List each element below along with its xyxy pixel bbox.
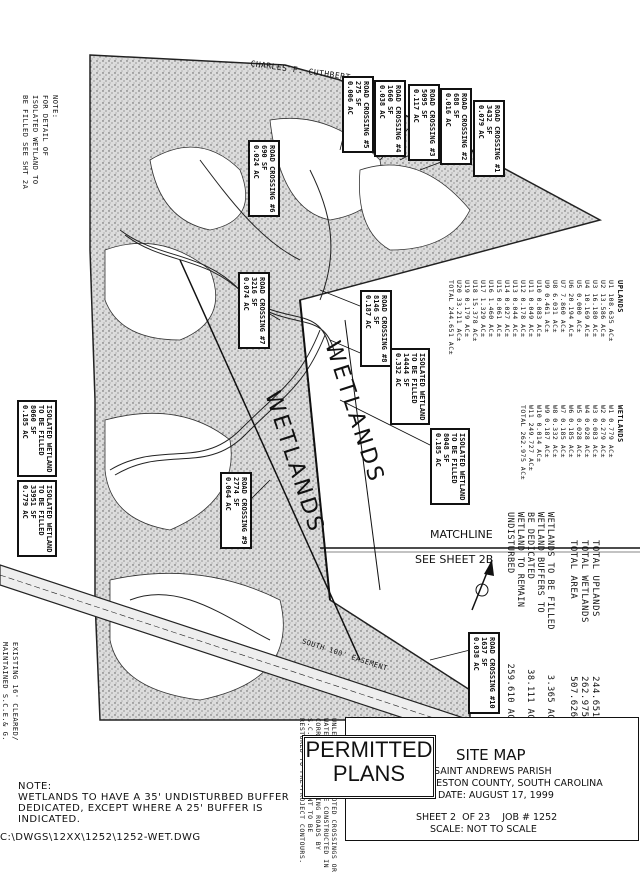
uplands-header: UPLANDS	[616, 280, 624, 314]
wetland-summary: WETLANDS TO BE FILLED 3.365 AC± WETLAND …	[505, 512, 555, 725]
buffer-note: NOTE: WETLANDS TO HAVE A 35' UNDISTURBED…	[18, 781, 290, 825]
sheet-info: SHEET 2 OF 23 JOB # 1252	[416, 812, 558, 823]
wetlands-table: WETLANDS W1 0.779 AC± W2 0.279 AC± W3 0.…	[519, 405, 625, 480]
upland-pocket	[359, 164, 471, 251]
isolated-wetland-4: ISOLATED WETLAND TO BE FILLED 33951 SF 0…	[17, 480, 57, 558]
upland-pocket	[149, 146, 247, 231]
scale: SCALE: NOT TO SCALE	[430, 824, 537, 835]
see-sheet-label: SEE SHEET 2B	[415, 553, 494, 566]
title: SITE MAP	[456, 746, 526, 764]
road-crossing-3: ROAD CROSSING #3 5095 SF 0.117 AC	[408, 84, 440, 162]
permitted-plans-stamp: PERMITTED PLANS	[302, 735, 436, 799]
roads	[109, 159, 336, 641]
isolated-wetland-1: ISOLATED WETLAND TO BE FILLED 14444 SF 0…	[390, 348, 430, 426]
detail-note: NOTE: FOR DETAIL OF ISOLATED WETLAND TO …	[21, 95, 59, 190]
road-crossing-7: ROAD CROSSING #7 3216 SF 0.074 AC	[238, 272, 270, 350]
date: DATE: AUGUST 17, 1999	[438, 790, 554, 801]
road-crossing-9: ROAD CROSSING #9 2774 SF 0.064 AC	[220, 472, 252, 550]
road-crossing-2: ROAD CROSSING #2 688 SF 0.016 AC	[440, 88, 472, 166]
property-line	[299, 299, 331, 601]
upland-pocket	[104, 242, 217, 341]
road-crossing-10: ROAD CROSSING #10 1637 SF 0.038 AC	[468, 632, 500, 714]
north-arrow-icon	[471, 559, 494, 611]
isolated-wetland-3: ISOLATED WETLAND TO BE FILLED 8060 SF 0.…	[17, 400, 57, 478]
stamp-line-2: PLANS	[332, 761, 406, 786]
road-crossing-8: ROAD CROSSING #8 8146 SF 0.187 AC	[360, 290, 392, 368]
existing-easement-label: EXISTING 16' CLEARED/ MAINTAINED S.C.E.&…	[1, 642, 19, 742]
road-crossing-6: ROAD CROSSING #6 690 SF 0.024 AC	[248, 140, 280, 218]
road-crossing-1: ROAD CROSSING #1 3432 SF 0.079 AC	[473, 100, 505, 178]
county: CHARLESTON COUNTY, SOUTH CAROLINA	[404, 778, 603, 789]
matchline-label: MATCHLINE	[430, 528, 493, 541]
wetlands-header: WETLANDS	[616, 405, 624, 443]
uplands-table: UPLANDS U1 108.635 AC± U2 13.586 AC± U3 …	[447, 280, 625, 355]
road-crossing-4: ROAD CROSSING #4 1660 SF 0.038 AC	[374, 80, 406, 158]
area-totals: TOTAL UPLANDS 244.651 AC± TOTAL WETLANDS…	[568, 540, 600, 741]
stamp-line-1: PERMITTED	[305, 737, 433, 762]
uplands-rows: U1 108.635 AC± U2 13.586 AC± U3 16.180 A…	[447, 280, 615, 356]
file-path: C:\DWGS\12XX\1252\1252-WET.DWG	[0, 832, 201, 843]
road-crossing-5: ROAD CROSSING #5 275 SF 0.006 AC	[342, 76, 374, 154]
isolated-wetland-2: ISOLATED WETLAND TO BE FILLED 8048 SF 0.…	[430, 428, 470, 506]
wetlands-rows: W1 0.779 AC± W2 0.279 AC± W3 0.083 AC± W…	[519, 405, 615, 481]
parish: SAINT ANDREWS PARISH	[434, 766, 552, 777]
